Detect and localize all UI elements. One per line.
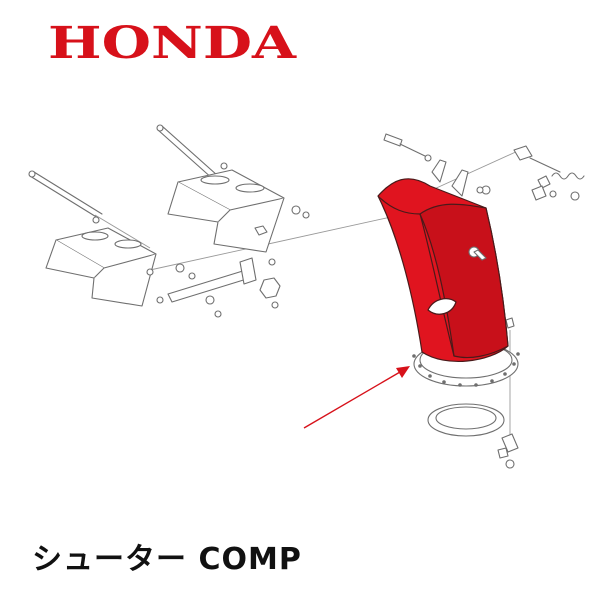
honda-logo: HONDA	[48, 18, 297, 64]
pointer-arrow	[303, 366, 410, 429]
chute-mount-bracket	[431, 159, 484, 197]
shooter-chute-part	[377, 178, 520, 387]
lower-deflector-part	[28, 170, 157, 307]
honda-logo-text: HONDA	[48, 18, 297, 64]
seal-ring-part	[427, 403, 505, 437]
upper-deflector-part	[156, 124, 310, 253]
spring-and-bolt-parts	[383, 133, 585, 469]
part-name-caption: シューター COMP	[32, 542, 302, 577]
linkage-rod	[156, 257, 281, 318]
parts-diagram	[28, 124, 585, 469]
